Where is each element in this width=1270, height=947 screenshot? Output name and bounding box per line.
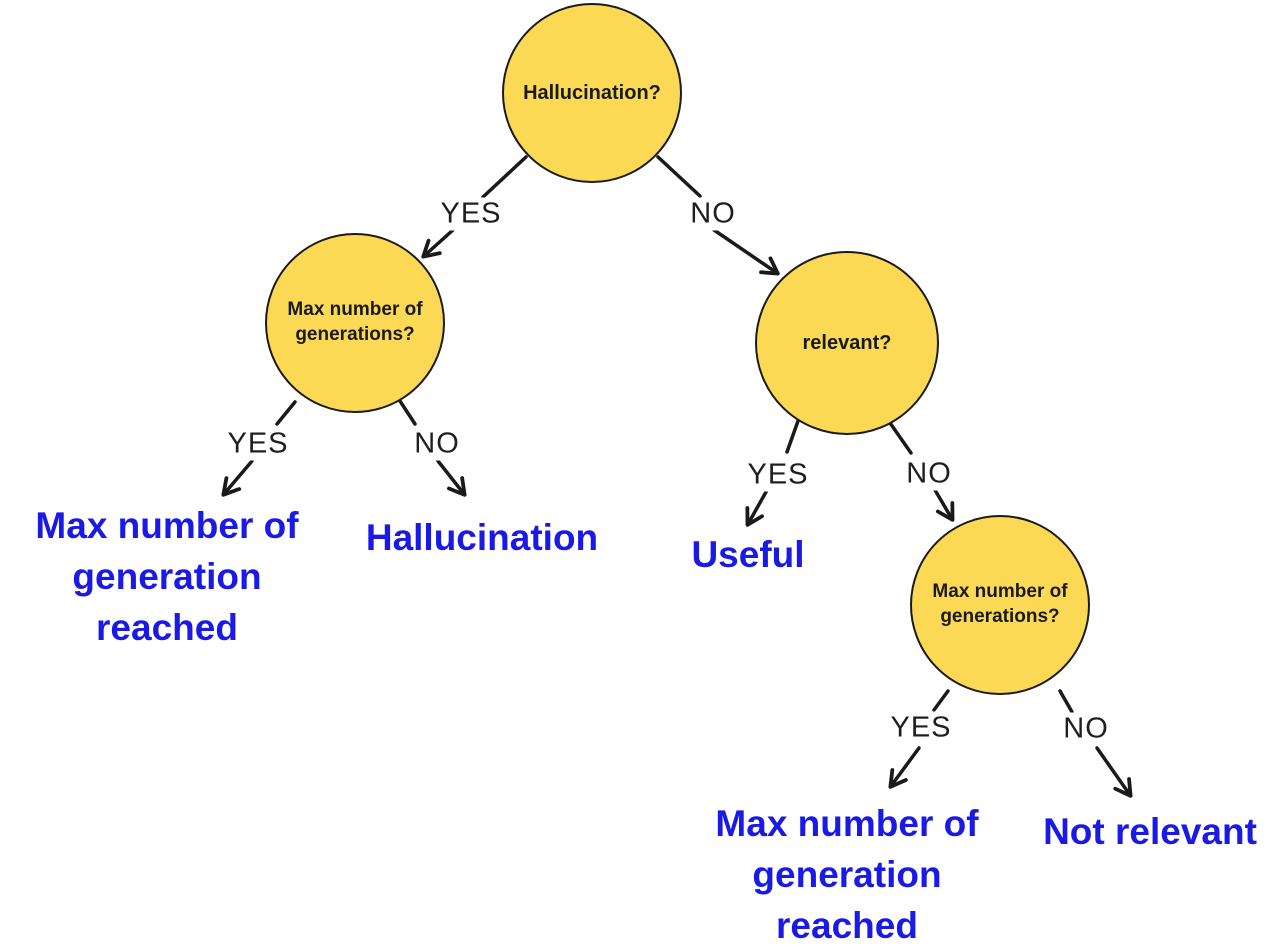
edge-label-maxgen-right-no: NO: [1061, 712, 1111, 746]
leaf-useful: Useful: [691, 534, 805, 575]
edge-label-root-yes: YES: [438, 197, 504, 231]
leaf-hallucination: Hallucination: [365, 517, 599, 558]
leaf-max-generation-reached-right: Max number of generation reached: [715, 803, 979, 946]
edge-label-maxgen-left-no: NO: [412, 427, 462, 461]
edge-label-relevant-yes: YES: [745, 458, 811, 492]
decision-node-label: Max number of generations?: [932, 581, 1068, 627]
decision-node-max-generations-left: Max number of generations?: [265, 233, 445, 413]
edge-label-maxgen-left-yes: YES: [225, 427, 291, 461]
decision-node-relevant: relevant?: [755, 251, 939, 435]
decision-node-label: relevant?: [802, 332, 892, 354]
decision-node-max-generations-right: Max number of generations?: [910, 515, 1090, 695]
decision-node-label: Max number of generations?: [287, 299, 423, 345]
edge-label-maxgen-right-yes: YES: [888, 711, 954, 745]
decision-node-label: Hallucination?: [523, 82, 661, 104]
edge-label-root-no: NO: [688, 197, 738, 231]
leaf-max-generation-reached-left: Max number of generation reached: [35, 505, 299, 648]
decision-node-hallucination: Hallucination?: [502, 3, 682, 183]
leaf-not-relevant: Not relevant: [1043, 811, 1257, 852]
edge-label-relevant-no: NO: [904, 457, 954, 491]
